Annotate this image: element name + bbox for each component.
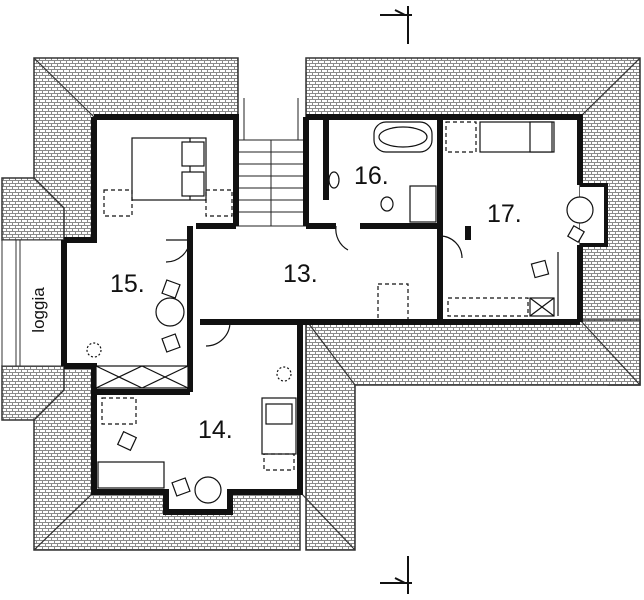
loggia-label: loggia bbox=[29, 287, 48, 333]
room-label-17: 17. bbox=[487, 200, 522, 228]
roof-bottom-left bbox=[33, 367, 301, 551]
plant-icon bbox=[86, 342, 102, 358]
stairs bbox=[235, 98, 307, 227]
section-marker-top bbox=[380, 6, 412, 44]
room-label-14: 14. bbox=[198, 416, 233, 444]
section-marker-bottom bbox=[380, 556, 412, 594]
room-label-13: 13. bbox=[283, 260, 318, 288]
roof-loggia-top bbox=[1, 177, 65, 241]
walls bbox=[61, 114, 583, 515]
roof-hip-lines bbox=[33, 57, 641, 551]
plant-icon-14 bbox=[276, 366, 292, 382]
loggia-area bbox=[1, 239, 65, 367]
roof-right-lower bbox=[305, 319, 641, 551]
room-label-16: 16. bbox=[354, 162, 389, 190]
room-label-15: 15. bbox=[110, 270, 145, 298]
furniture bbox=[86, 121, 594, 504]
door-swings bbox=[165, 225, 463, 347]
